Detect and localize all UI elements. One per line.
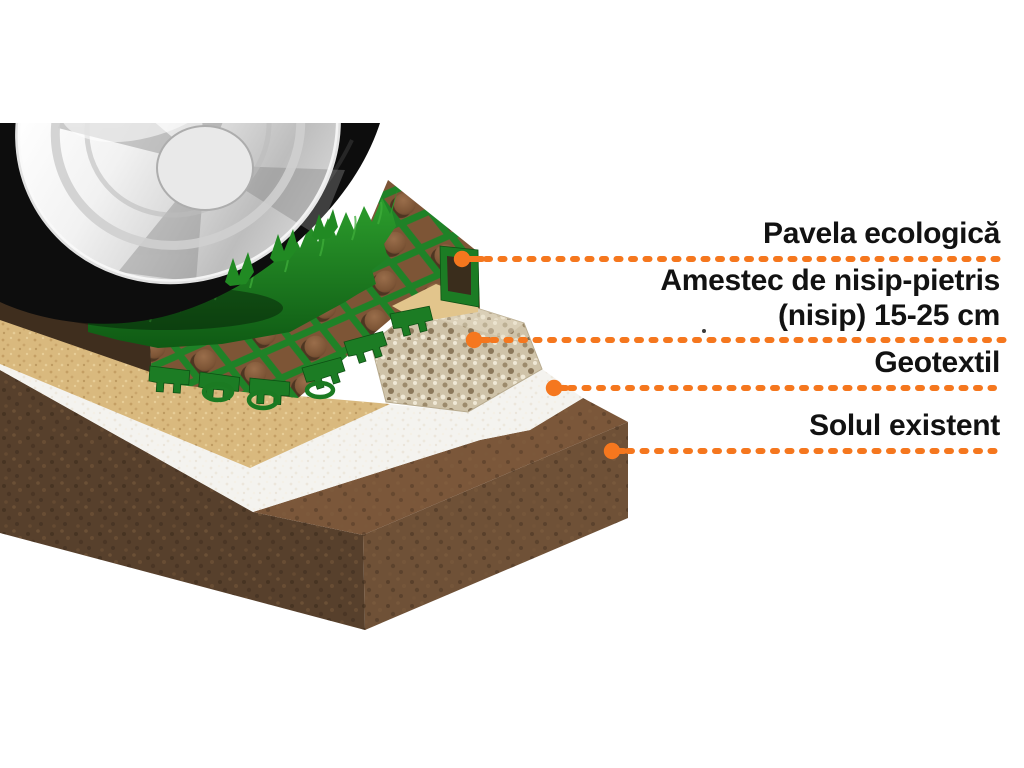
rim-hub — [156, 125, 254, 211]
leader-solul — [603, 442, 1005, 460]
sand-layer — [0, 320, 390, 468]
grass-tufts — [225, 209, 338, 286]
chrome-rim — [15, 123, 345, 285]
paver-feet-rings — [201, 380, 336, 411]
leader-amestec — [465, 331, 1008, 349]
leader-lines — [453, 250, 1010, 460]
leader-pavela — [453, 250, 1010, 268]
leader-geotextil — [545, 379, 997, 397]
soil-block — [0, 370, 628, 630]
grass-paver-field — [150, 180, 480, 398]
